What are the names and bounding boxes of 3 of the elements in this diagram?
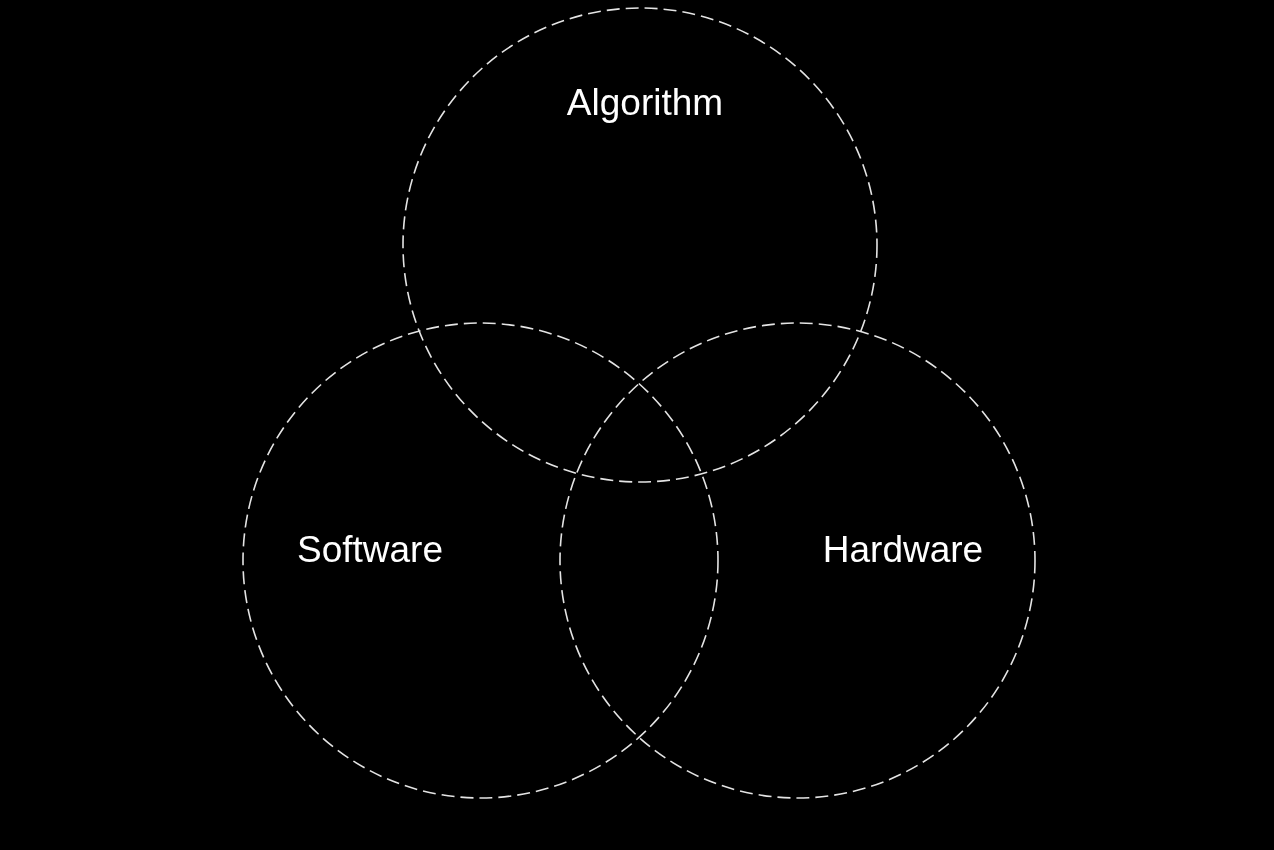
set-label: Hardware: [822, 529, 984, 571]
set-label: Algorithm: [566, 82, 724, 124]
set-label: Software: [297, 529, 443, 571]
